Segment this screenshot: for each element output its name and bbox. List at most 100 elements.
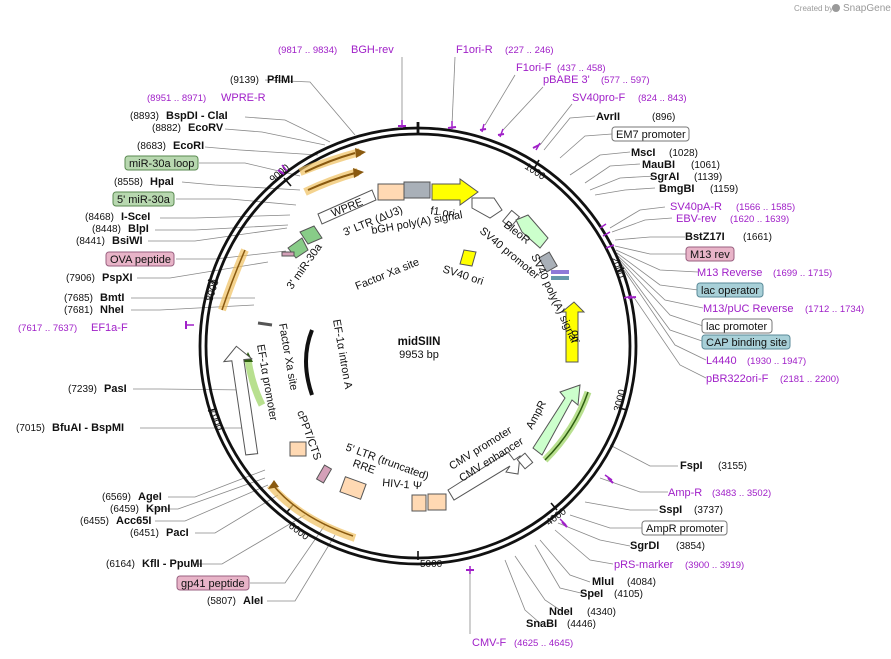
site-pos: (7239) (68, 384, 97, 395)
box-label: CAP binding site (706, 337, 787, 349)
site-pos: (8448) (92, 224, 121, 235)
box-label: miR-30a loop (129, 158, 194, 170)
primer-range: (1930 .. 1947) (747, 356, 806, 367)
site-pos: (8893) (130, 111, 159, 122)
box-em7-promoter (611, 126, 690, 142)
site-pos: (8468) (85, 212, 114, 223)
site-pos: (1661) (743, 232, 772, 243)
primer-range: (3483 .. 3502) (712, 488, 771, 499)
box-label: OVA peptide (110, 254, 171, 266)
primer-name: pRS-marker (614, 559, 674, 571)
cppt-box (289, 441, 307, 457)
cap-region-box (551, 276, 569, 280)
orange-arc-bottom (266, 482, 357, 542)
site-name: SspI (659, 504, 682, 516)
ori-arrow (560, 301, 586, 363)
site-name: BfuAI - BspMI (52, 422, 124, 434)
site-name: NdeI (549, 606, 573, 618)
feature-label-ef1a-promoter: EF-1α promoter (254, 343, 279, 422)
primer-range: (9817 .. 9834) (278, 45, 337, 56)
tick-label: 3000 (612, 388, 628, 413)
box-ova-peptide (105, 251, 175, 267)
site-pos: (1061) (691, 160, 720, 171)
site-name: MauBI (642, 159, 675, 171)
plasmid-name: midSIIN (398, 336, 441, 348)
primer-range: (8951 .. 8971) (147, 93, 206, 104)
sv40ori-box (459, 249, 477, 267)
box-mir30a-loop (124, 155, 199, 171)
site-pos: (8683) (137, 141, 166, 152)
left-site-labels: (9139) PflMI (8893) BspDI - ClaI (8882) … (16, 74, 293, 607)
tick-label: 8000 (204, 278, 221, 303)
primer-name: EBV-rev (676, 213, 717, 225)
orange-arrow-bottom-icon (268, 480, 279, 489)
wpre-arrow-icon (355, 148, 366, 158)
site-pos: (4105) (614, 589, 643, 600)
gp41-box (315, 464, 333, 484)
tick-label: 1000 (522, 161, 547, 183)
ova-box (281, 251, 295, 257)
primer-name: SV40pA-R (670, 201, 722, 213)
site-pos: (7906) (66, 273, 95, 284)
primer-name: BGH-rev (351, 44, 394, 56)
boxed-features: miR-30a loop 5' miR-30a OVA peptide gp41… (105, 126, 791, 591)
site-name: HpaI (150, 176, 174, 188)
primer-range: (227 .. 246) (505, 45, 554, 56)
ltr3-box (377, 183, 405, 201)
site-pos: (7015) (16, 423, 45, 434)
site-pos: (7681) (64, 305, 93, 316)
box-label: EM7 promoter (616, 129, 686, 141)
wpre-arc (304, 152, 356, 173)
primer-range: (2181 .. 2200) (780, 374, 839, 385)
feature-label-factorxa-left: Factor Xa site (276, 322, 300, 391)
site-pos: (6164) (106, 559, 135, 570)
site-pos: (3854) (676, 541, 705, 552)
site-name: MluI (592, 576, 614, 588)
site-name: SnaBI (526, 618, 557, 630)
site-name: PflMI (267, 74, 293, 86)
wpre-arc2 (307, 172, 356, 191)
wpre-arrow2-icon (353, 168, 364, 178)
primer-name: M13 Reverse (697, 267, 762, 279)
site-pos: (6459) (110, 504, 139, 515)
feature-label-wpre: WPRE (330, 196, 365, 219)
primer-name: CMV-F (472, 637, 507, 649)
primer-range: (824 .. 843) (638, 93, 687, 104)
box-label: lac promoter (706, 321, 767, 333)
box-label: gp41 peptide (181, 578, 245, 590)
orange-arc-bottom-line (271, 483, 354, 537)
box-5-mir30a (112, 191, 175, 207)
feature-label-sv40ori: SV40 ori (441, 263, 485, 287)
primer-range: (1712 .. 1734) (805, 304, 864, 315)
site-pos: (3155) (718, 461, 747, 472)
primer-name: F1ori-R (456, 44, 493, 56)
primer-labels: (9817 .. 9834) BGH-rev F1ori-R (227 .. 2… (18, 44, 864, 649)
ef1a-intron-arc (304, 329, 314, 396)
tick-label: 2000 (608, 255, 626, 280)
site-pos: (8558) (114, 177, 143, 188)
site-name: Acc65I (116, 515, 151, 527)
box-ampr-promoter (641, 520, 728, 536)
primer-name: Amp-R (668, 487, 702, 499)
site-name: AvrII (596, 111, 620, 123)
site-pos: (8882) (152, 123, 181, 134)
site-name: MscI (631, 147, 655, 159)
wpre-box (317, 189, 377, 225)
primer-range: (1699 .. 1715) (773, 268, 832, 279)
ltr5-box (339, 476, 367, 500)
rre-box (427, 493, 447, 511)
site-name: PspXI (102, 272, 133, 284)
site-name: FspI (680, 460, 703, 472)
site-name: PacI (166, 527, 189, 539)
site-name: BlpI (128, 223, 149, 235)
box-lac-operator (696, 282, 764, 298)
primer-range: (437 .. 458) (557, 63, 606, 74)
sv40-promoter-arrow (471, 197, 503, 219)
bleor-arrow (515, 214, 549, 249)
primer-range: (1566 .. 1585) (736, 202, 795, 213)
plasmid-size: 9953 bp (399, 349, 439, 361)
site-pos: (896) (652, 112, 675, 123)
box-lac-promoter (701, 318, 773, 334)
primer-range: (4625 .. 4645) (514, 638, 573, 649)
site-name: EcoRI (173, 140, 204, 152)
